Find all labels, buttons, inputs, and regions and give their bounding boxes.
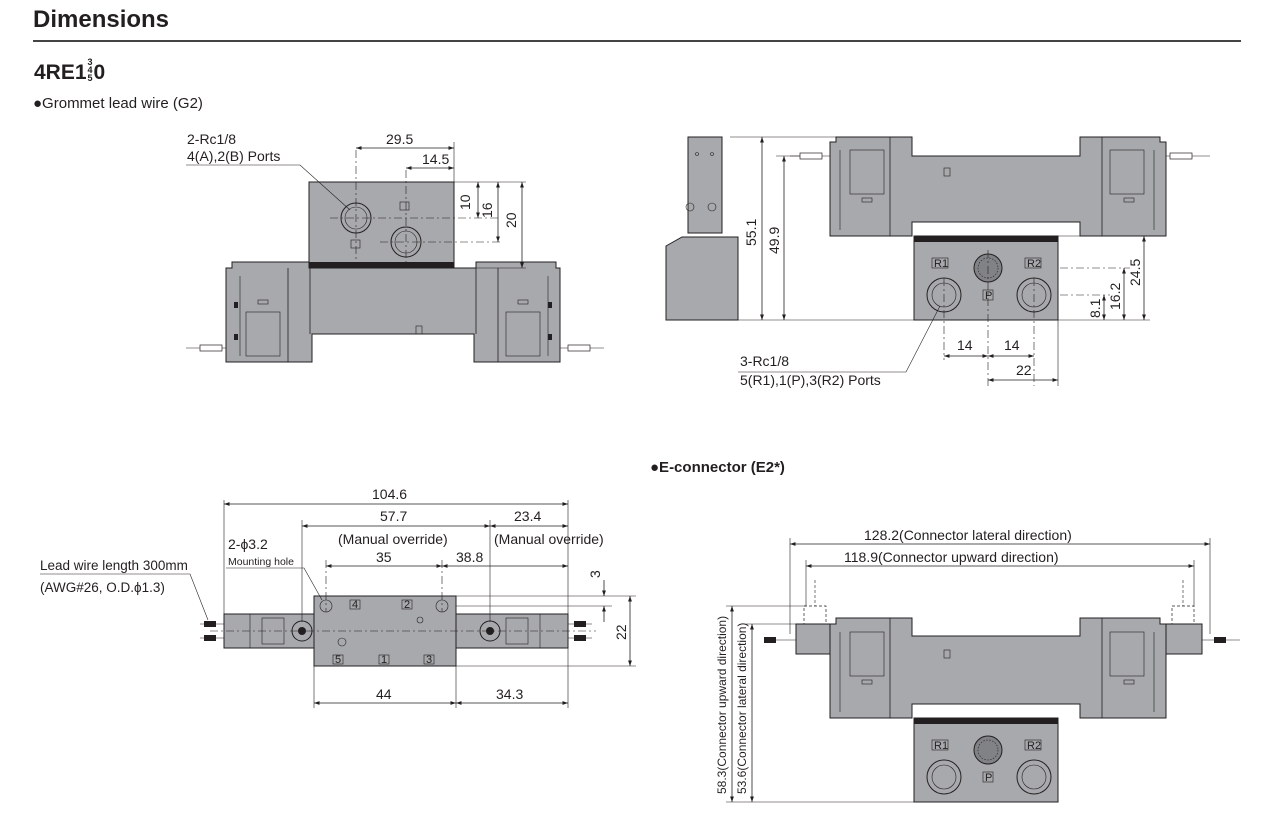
mark-1: 1 xyxy=(381,654,387,666)
section-econnector: ●E-connector (E2*) xyxy=(650,459,785,476)
dim-57-7: 57.7 xyxy=(380,508,407,524)
dim-22-top: 22 xyxy=(1016,362,1032,378)
dim-34-3: 34.3 xyxy=(496,686,523,702)
mark-5: 5 xyxy=(335,654,341,666)
dim-55-1: 55.1 xyxy=(743,219,759,246)
model-prefix: 4RE1 xyxy=(34,61,87,84)
section-grommet: ●Grommet lead wire (G2) xyxy=(33,95,203,112)
page-title: Dimensions xyxy=(33,6,170,33)
manual-override-right: (Manual override) xyxy=(494,531,604,547)
mark-p-top: P xyxy=(985,290,992,302)
manual-override-left: (Manual override) xyxy=(338,531,448,547)
dim-8-1: 8.1 xyxy=(1087,298,1103,318)
dim-24-5: 24.5 xyxy=(1127,259,1143,286)
dim-22-side: 22 xyxy=(613,624,629,640)
port-label-rp-size: 3-Rc1/8 xyxy=(740,353,789,369)
port-label-ab: 4(A),2(B) Ports xyxy=(187,148,280,164)
lead-wire-length: Lead wire length 300mm xyxy=(40,558,188,573)
dim-14-5: 14.5 xyxy=(422,151,449,167)
dim-23-4: 23.4 xyxy=(514,508,541,524)
model-stack-3: 5 xyxy=(87,73,93,84)
lead-wire-spec: (AWG#26, O.D.ϕ1.3) xyxy=(40,580,165,595)
dim-14-left: 14 xyxy=(957,337,973,353)
model-suffix: 0 xyxy=(93,61,106,84)
model-stack-1: 3 xyxy=(87,57,93,68)
dim-20: 20 xyxy=(503,212,519,228)
mark-3: 3 xyxy=(426,654,432,666)
dim-14-right: 14 xyxy=(1004,337,1020,353)
dim-38-8: 38.8 xyxy=(456,549,483,565)
mark-p-bottom: P xyxy=(985,772,992,784)
dim-10: 10 xyxy=(457,194,473,210)
mounting-hole-size: 2-ϕ3.2 xyxy=(228,536,268,552)
e-connector-drawing: R1 R2 P 128.2(Connector lateral directio… xyxy=(715,527,1240,803)
mark-r2-bottom: R2 xyxy=(1027,740,1041,752)
side-view-drawing: R1 R2 P 55.1 49.9 24.5 16.2 8.1 14 14 22 xyxy=(665,136,1210,388)
dim-128-2: 128.2(Connector lateral direction) xyxy=(864,527,1072,543)
dim-49-9: 49.9 xyxy=(766,227,782,254)
mark-r2-top: R2 xyxy=(1027,258,1041,270)
mounting-hole-label: Mounting hole xyxy=(228,556,294,568)
dim-58-3: 58.3(Connector upward direction) xyxy=(715,616,729,794)
dim-53-6: 53.6(Connector lateral direction) xyxy=(735,623,749,794)
dim-16: 16 xyxy=(479,202,495,218)
dim-3: 3 xyxy=(587,570,603,578)
title-rule xyxy=(33,40,1241,42)
port-label-ab-size: 2-Rc1/8 xyxy=(187,131,236,147)
dim-104-6: 104.6 xyxy=(372,486,407,502)
mark-r1-top: R1 xyxy=(934,258,948,270)
model-stack-2: 4 xyxy=(87,65,93,76)
dim-29-5: 29.5 xyxy=(386,131,413,147)
dim-16-2: 16.2 xyxy=(1107,283,1123,310)
dim-35: 35 xyxy=(376,549,392,565)
port-label-rp: 5(R1),1(P),3(R2) Ports xyxy=(740,372,881,388)
mark-r1-bottom: R1 xyxy=(934,740,948,752)
front-view-drawing: 2-Rc1/8 4(A),2(B) Ports 29.5 14.5 10 16 … xyxy=(186,131,604,363)
dim-44: 44 xyxy=(376,686,392,702)
mark-4: 4 xyxy=(352,599,358,611)
top-view-drawing: 4 2 5 1 3 104.6 57.7 ( xyxy=(40,486,636,708)
dim-118-9: 118.9(Connector upward direction) xyxy=(844,549,1059,565)
mark-2: 2 xyxy=(404,599,410,611)
